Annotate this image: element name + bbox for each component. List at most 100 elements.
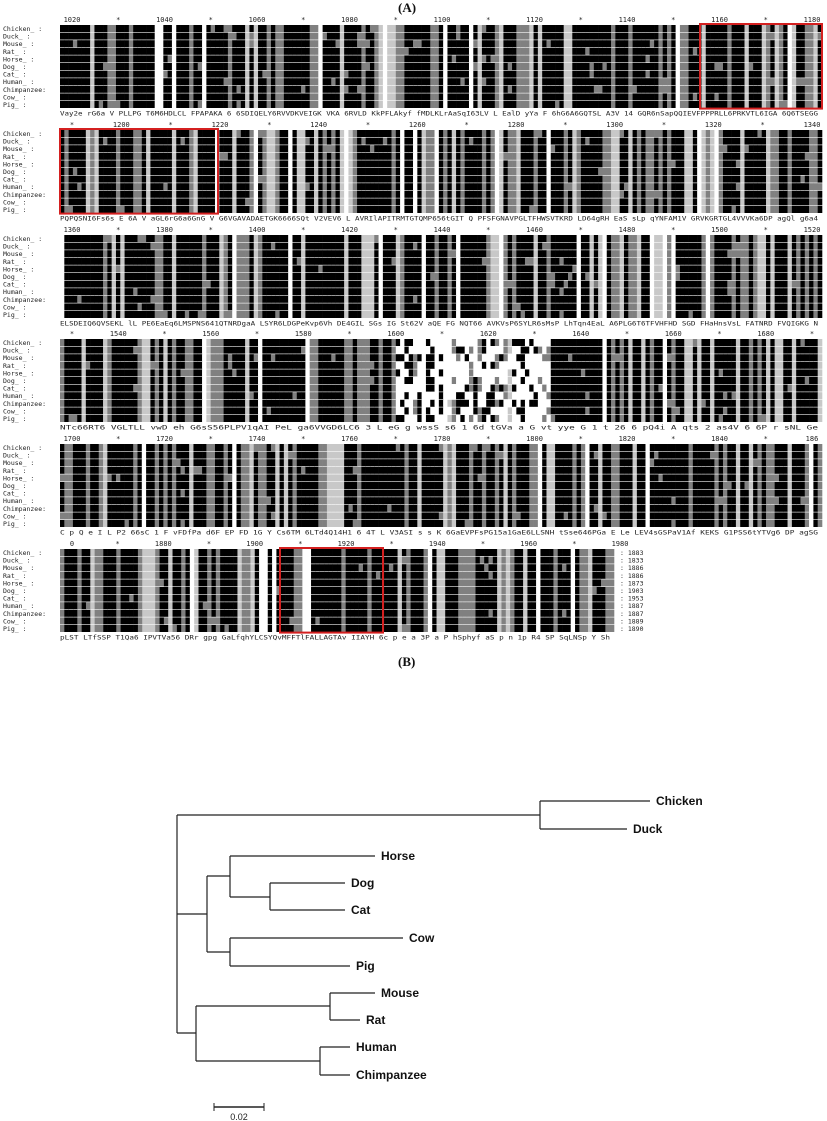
sequence-row <box>60 392 823 400</box>
ruler-number: 1980 <box>612 540 629 548</box>
sequence-row <box>60 466 823 474</box>
species-label: Rat_ : <box>3 258 26 266</box>
ruler-number: * <box>116 435 120 443</box>
species-label: Rat_ : <box>3 572 26 580</box>
ruler-number: 186 <box>806 435 819 443</box>
ruler-number: * <box>764 16 768 24</box>
sequence-row <box>60 489 823 497</box>
species-label: Human_ : <box>3 183 34 191</box>
ruler-number: 1200 <box>113 121 130 129</box>
ruler-number: 1440 <box>434 226 451 234</box>
ruler-number: 1140 <box>619 16 636 24</box>
ruler-number: 1960 <box>520 540 537 548</box>
sequence-row <box>60 40 823 48</box>
ruler-number: * <box>169 121 173 129</box>
alignment-block: *1200*1220*1240*1260*1280*1300*1320*1340… <box>0 119 827 231</box>
sequence-row <box>60 361 823 369</box>
ruler-number: 1580 <box>295 330 312 338</box>
species-label: Dog_ : <box>3 587 26 595</box>
alignment-block: 1360*1380*1400*1420*1440*1460*1480*1500*… <box>0 224 827 336</box>
region-highlight-box <box>59 128 219 215</box>
species-label: Human_ : <box>3 78 34 86</box>
ruler-number: * <box>579 16 583 24</box>
taxon-label: Horse <box>381 849 415 863</box>
ruler-number: 1680 <box>757 330 774 338</box>
sequence-row <box>60 295 823 303</box>
ruler-number: 1300 <box>606 121 623 129</box>
taxon-label: Cat <box>351 903 370 917</box>
sequence-row <box>60 93 823 101</box>
consensus-sequence: NTc66RT6 VGLTLL vwD eh G6sS56PLPV1qAI Pe… <box>60 424 818 432</box>
sequence-row <box>60 497 823 505</box>
species-label: Rat_ : <box>3 48 26 56</box>
ruler-number: 1740 <box>249 435 266 443</box>
sequence-total: : 1889 <box>620 617 644 625</box>
sequence-row <box>60 303 823 311</box>
sequence-row <box>60 609 615 617</box>
ruler-number: 1320 <box>705 121 722 129</box>
sequence-row <box>60 168 823 175</box>
ruler-number: 1360 <box>64 226 81 234</box>
species-label: Pig_ : <box>3 415 26 423</box>
scale-bar-label: 0.02 <box>230 1112 248 1121</box>
taxon-label: Chicken <box>656 794 703 808</box>
consensus-sequence: ELSDEIQ6QVSEKL lL PE6EaEq6LMSPNS641QTNRD… <box>60 320 818 328</box>
sequence-row <box>60 354 823 362</box>
region-highlight-box <box>279 547 384 634</box>
sequence-row <box>60 101 823 108</box>
sequence-row <box>60 602 615 610</box>
taxon-label: Rat <box>366 1013 385 1027</box>
species-label: Horse_ : <box>3 474 34 482</box>
species-label: Horse_ : <box>3 265 34 273</box>
ruler-number: * <box>70 121 74 129</box>
ruler-number: * <box>579 226 583 234</box>
sequence-row <box>60 594 615 602</box>
taxon-label: Duck <box>633 822 663 836</box>
sequence-row <box>60 512 823 520</box>
sequence-total: : 1873 <box>620 579 644 587</box>
ruler-number: 1480 <box>619 226 636 234</box>
species-label: Cat_ : <box>3 490 26 498</box>
alignment-block: 1020*1040*1060*1080*1100*1120*1140*1160*… <box>0 14 827 126</box>
ruler-number: 1180 <box>804 16 821 24</box>
species-label: Pig_ : <box>3 520 26 528</box>
sequence-row <box>60 265 823 273</box>
species-label: Mouse_ : <box>3 145 34 153</box>
sequence-row <box>60 183 823 191</box>
ruler-number: 0 <box>70 540 74 548</box>
species-label: Dog_ : <box>3 377 26 385</box>
ruler-number: * <box>465 121 469 129</box>
species-label: Cat_ : <box>3 385 26 393</box>
ruler-number: 1520 <box>804 226 821 234</box>
sequence-row <box>60 482 823 489</box>
sequence-total: : 1903 <box>620 587 644 595</box>
species-label: Mouse_ : <box>3 459 34 467</box>
species-label: Rat_ : <box>3 153 26 161</box>
sequence-row <box>60 564 615 572</box>
ruler-number: * <box>671 226 675 234</box>
phylogenetic-tree: ChickenDuckHorseDogCatCowPigMouseRatHuma… <box>176 794 703 1121</box>
region-highlight-box <box>699 23 823 110</box>
species-label: Cow_ : <box>3 617 26 625</box>
ruler-number: * <box>301 16 305 24</box>
taxon-label: Pig <box>356 959 375 973</box>
sequence-row <box>60 25 823 32</box>
sequence-row <box>60 280 823 288</box>
species-label: Rat_ : <box>3 362 26 370</box>
ruler-number: * <box>764 435 768 443</box>
ruler-number: * <box>209 16 213 24</box>
species-label: Pig_ : <box>3 311 26 319</box>
species-label: Mouse_ : <box>3 40 34 48</box>
sequence-row <box>60 78 823 86</box>
species-label: Dog_ : <box>3 273 26 281</box>
sequence-total: : 1887 <box>620 610 644 618</box>
species-label: Cow_ : <box>3 512 26 520</box>
sequence-row <box>60 175 823 183</box>
species-label: Duck_ : <box>3 138 30 146</box>
taxon-label: Human <box>356 1040 397 1054</box>
species-label: Cow_ : <box>3 407 26 415</box>
sequence-total: : 1886 <box>620 572 644 580</box>
sequence-row <box>60 520 823 527</box>
species-label: Human_ : <box>3 602 34 610</box>
